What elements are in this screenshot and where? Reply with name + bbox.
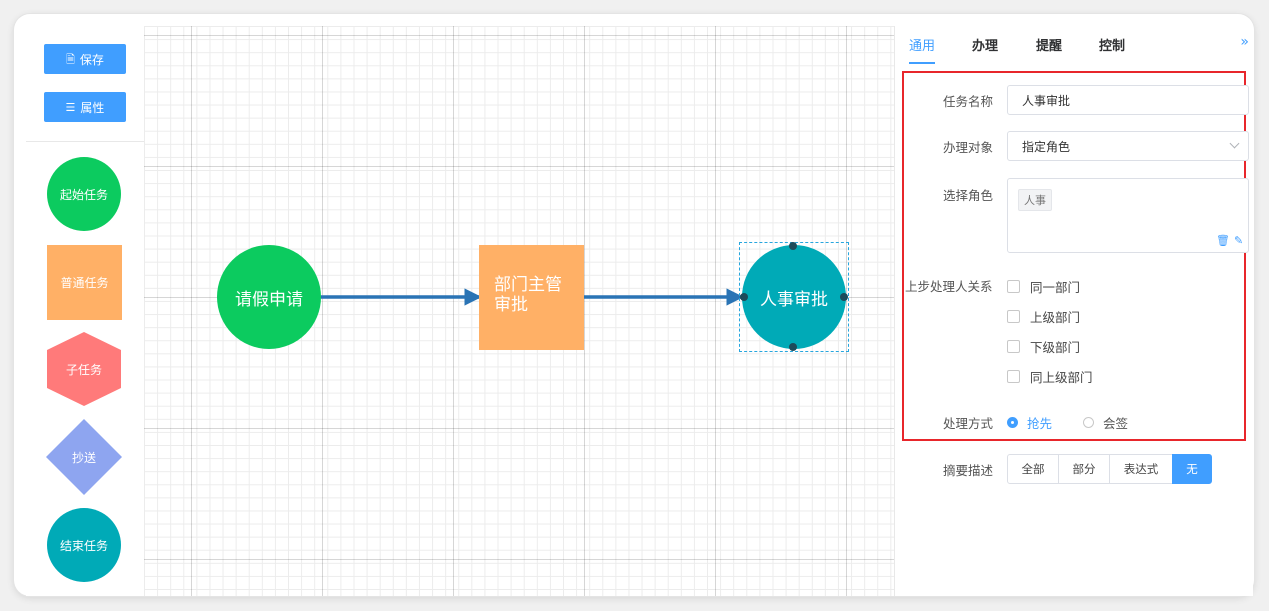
save-icon: 🗎 bbox=[66, 52, 75, 66]
checkbox-label: 同上级部门 bbox=[1030, 370, 1093, 385]
role-label: 选择角色 bbox=[943, 188, 994, 203]
tab-handle[interactable]: 办理 bbox=[972, 39, 999, 54]
handler-select[interactable]: 指定角色 bbox=[1007, 131, 1249, 161]
summary-partial[interactable]: 部分 bbox=[1058, 454, 1110, 484]
save-label: 保存 bbox=[79, 52, 104, 67]
toolbox: 🗎 保存 ☰ 属性 起始任务 普通任务 子任务 抄送 结束任务 bbox=[26, 26, 145, 596]
mode-label: 处理方式 bbox=[943, 416, 994, 431]
checkbox-box[interactable] bbox=[1007, 310, 1020, 323]
radio-dot[interactable] bbox=[1007, 417, 1018, 428]
properties-button[interactable]: ☰ 属性 bbox=[44, 92, 126, 122]
palette-subtask[interactable] bbox=[47, 332, 121, 406]
relation-label: 上步处理人关系 bbox=[905, 279, 993, 294]
role-box[interactable]: 人事 🗑 ✎ bbox=[1007, 178, 1249, 253]
palette-end-task[interactable]: 结束任务 bbox=[47, 508, 121, 582]
node-hr-approval[interactable]: 人事审批 bbox=[742, 245, 846, 349]
checkbox-same-upper-dept[interactable]: 同上级部门 bbox=[1007, 367, 1093, 386]
palette-start-label: 起始任务 bbox=[59, 187, 108, 202]
anchor-top[interactable] bbox=[789, 242, 797, 250]
checkbox-box[interactable] bbox=[1007, 370, 1020, 383]
palette-normal-task[interactable]: 普通任务 bbox=[47, 245, 122, 320]
panel-tabs: 通用 办理 提醒 控制 » bbox=[895, 26, 1255, 72]
checkbox-label: 上级部门 bbox=[1030, 310, 1081, 325]
node-dept-approval-line2: 审批 bbox=[494, 295, 528, 315]
radio-countersign[interactable]: 会签 bbox=[1083, 413, 1128, 432]
summary-all[interactable]: 全部 bbox=[1007, 454, 1059, 484]
tab-remind[interactable]: 提醒 bbox=[1036, 39, 1063, 54]
summary-label: 摘要描述 bbox=[943, 463, 994, 478]
highlight-box bbox=[902, 71, 1246, 441]
radio-countersign-label: 会签 bbox=[1103, 416, 1129, 431]
chevron-down-icon bbox=[1229, 138, 1240, 149]
properties-label: 属性 bbox=[80, 100, 105, 115]
palette-start-task[interactable]: 起始任务 bbox=[47, 157, 121, 231]
palette-cc[interactable] bbox=[46, 419, 122, 495]
summary-none[interactable]: 无 bbox=[1172, 454, 1212, 484]
checkbox-label: 下级部门 bbox=[1030, 340, 1081, 355]
palette-end-label: 结束任务 bbox=[59, 538, 108, 553]
node-leave-request-label: 请假申请 bbox=[235, 289, 303, 310]
edit-icon[interactable]: ✎ bbox=[1234, 234, 1244, 247]
flow-canvas[interactable]: 请假申请 部门主管 审批 人事审批 bbox=[144, 26, 894, 596]
task-name-label: 任务名称 bbox=[943, 94, 994, 109]
handler-label: 办理对象 bbox=[943, 140, 994, 155]
tab-control[interactable]: 控制 bbox=[1099, 39, 1126, 54]
summary-expression[interactable]: 表达式 bbox=[1109, 454, 1173, 484]
task-name-input[interactable]: 人事审批 bbox=[1007, 85, 1249, 115]
checkbox-box[interactable] bbox=[1007, 280, 1020, 293]
node-dept-approval[interactable]: 部门主管 审批 bbox=[479, 245, 584, 350]
checkbox-same-dept[interactable]: 同一部门 bbox=[1007, 277, 1080, 296]
checkbox-lower-dept[interactable]: 下级部门 bbox=[1007, 337, 1080, 356]
checkbox-label: 同一部门 bbox=[1030, 280, 1081, 295]
toolbar: 🗎 保存 ☰ 属性 bbox=[26, 26, 144, 142]
flow-edges bbox=[321, 288, 744, 306]
collapse-icon[interactable]: » bbox=[1240, 34, 1249, 50]
palette-normal-label: 普通任务 bbox=[60, 276, 109, 290]
summary-segmented: 全部 部分 表达式 无 bbox=[1007, 454, 1212, 484]
save-button[interactable]: 🗎 保存 bbox=[44, 44, 126, 74]
handler-value: 指定角色 bbox=[1022, 139, 1071, 154]
radio-dot[interactable] bbox=[1083, 417, 1094, 428]
list-icon: ☰ bbox=[65, 100, 76, 114]
checkbox-box[interactable] bbox=[1007, 340, 1020, 353]
node-hr-approval-label: 人事审批 bbox=[760, 289, 828, 310]
role-tag[interactable]: 人事 bbox=[1018, 189, 1052, 211]
anchor-left[interactable] bbox=[740, 293, 748, 301]
delete-icon[interactable]: 🗑 bbox=[1216, 234, 1230, 247]
anchor-right[interactable] bbox=[840, 293, 848, 301]
property-panel: 通用 办理 提醒 控制 » 任务名称 人事审批 办理对象 指定角色 选择角色 人… bbox=[894, 26, 1253, 596]
task-name-value: 人事审批 bbox=[1022, 93, 1071, 108]
node-dept-approval-line1: 部门主管 bbox=[494, 275, 562, 295]
checkbox-upper-dept[interactable]: 上级部门 bbox=[1007, 307, 1080, 326]
radio-preempt-label: 抢先 bbox=[1027, 416, 1053, 431]
radio-preempt[interactable]: 抢先 bbox=[1007, 413, 1052, 432]
node-leave-request[interactable]: 请假申请 bbox=[217, 245, 321, 349]
tab-general[interactable]: 通用 bbox=[909, 35, 936, 64]
anchor-bottom[interactable] bbox=[789, 343, 797, 351]
